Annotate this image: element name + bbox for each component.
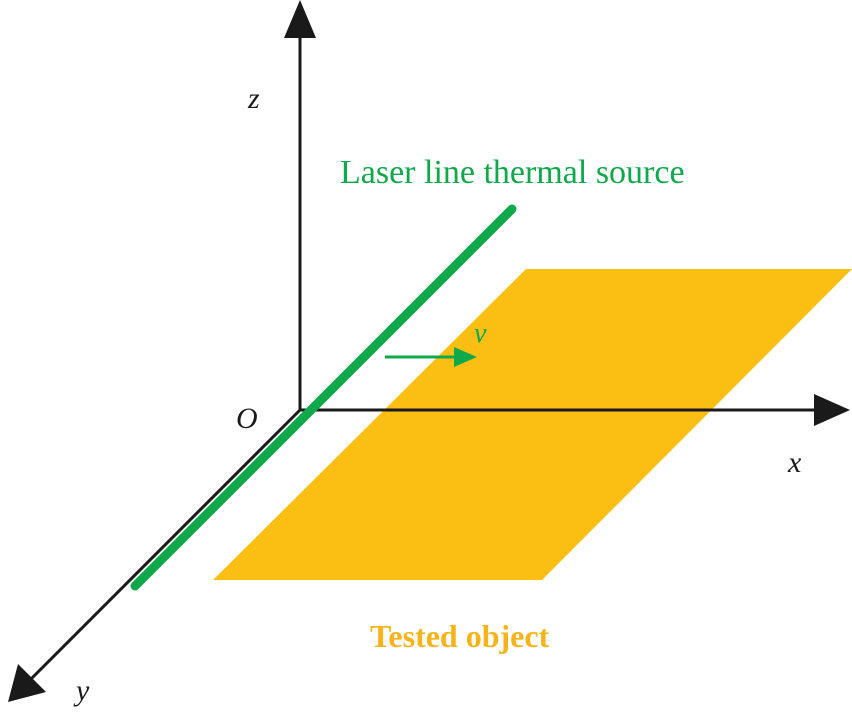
- x-axis-arrowhead: [814, 394, 850, 426]
- velocity-arrowhead: [454, 347, 477, 367]
- tested-object-plate: [213, 269, 852, 580]
- tested-object-label: Tested object: [370, 618, 550, 654]
- z-axis-label: z: [248, 82, 260, 115]
- z-axis-arrowhead: [284, 0, 316, 38]
- velocity-label: v: [474, 318, 487, 349]
- x-axis-label: x: [788, 446, 802, 479]
- origin-label: O: [236, 402, 258, 435]
- y-axis-arrowhead: [8, 664, 46, 702]
- y-axis: [22, 408, 302, 688]
- laser-source-label: Laser line thermal source: [340, 154, 685, 191]
- laser-line-source: [130, 204, 517, 591]
- y-axis-label: y: [76, 674, 90, 707]
